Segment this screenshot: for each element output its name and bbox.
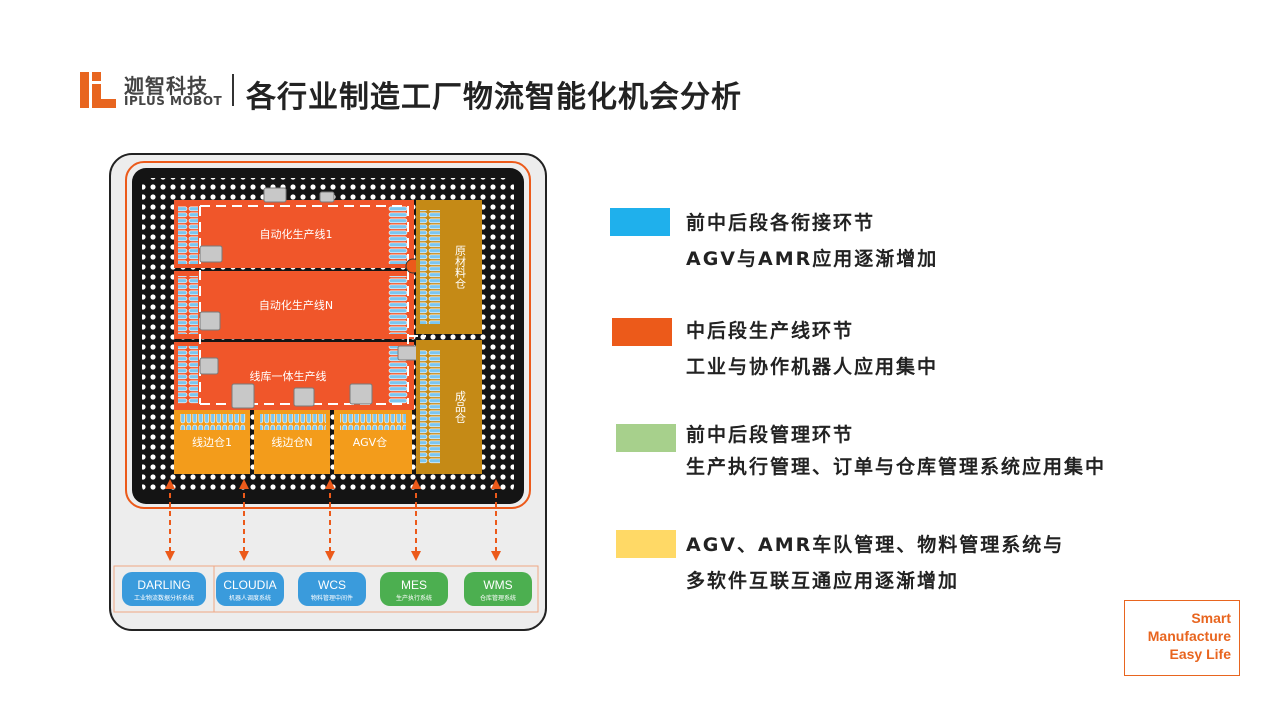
system-name: WMS	[483, 578, 512, 592]
system-name: MES	[401, 578, 427, 592]
legend-swatch-orange	[612, 318, 672, 346]
storage-rack	[340, 414, 406, 430]
legend-swatch-yellow	[616, 530, 676, 558]
production-line-label: 自动化生产线N	[259, 298, 333, 312]
legend-text: 生产执行管理、订单与仓库管理系统应用集中	[686, 456, 1107, 478]
storage-rack	[420, 350, 440, 464]
system-name: WCS	[318, 578, 346, 592]
legend-swatch-blue	[610, 208, 670, 236]
slogan-line: Easy Life	[1169, 646, 1231, 662]
production-line-label: 线库一体生产线	[250, 369, 327, 383]
brand-name: 迦智科技	[124, 74, 208, 98]
warehouse-label: 成品仓	[454, 390, 467, 423]
warehouse-label: 线边仓1	[192, 435, 232, 449]
storage-rack	[260, 414, 326, 430]
system-name: DARLING	[137, 578, 190, 592]
storage-rack	[180, 414, 246, 430]
brand-name-en: IPLUS MOBOT	[124, 94, 223, 108]
warehouse-label: AGV仓	[353, 435, 387, 449]
production-line-label: 自动化生产线1	[260, 227, 333, 241]
system-name: CLOUDIA	[223, 578, 276, 592]
page-title: 各行业制造工厂物流智能化机会分析	[246, 80, 742, 115]
system-mes: MES 生产执行系统	[380, 572, 448, 606]
slogan-box: Smart Manufacture Easy Life	[1124, 600, 1240, 676]
data-link-arrows	[165, 479, 501, 561]
factory-diagram: 自动化生产线1 自动化生产线N 线库一体生产线 原材料仓 成品仓 线边仓1 线边…	[109, 153, 547, 631]
system-darling: DARLING 工业物流数据分析系统	[122, 572, 206, 606]
legend-swatch-green	[616, 424, 676, 452]
legend-text: 前中后段管理环节	[686, 424, 855, 446]
storage-rack	[388, 206, 408, 264]
slogan-line: Smart	[1191, 610, 1231, 626]
slogan-line: Manufacture	[1147, 628, 1231, 644]
warehouse-label: 线边仓N	[271, 435, 312, 449]
system-panel	[113, 565, 539, 613]
storage-rack	[178, 276, 198, 334]
legend-text: 多软件互联互通应用逐渐增加	[686, 570, 960, 592]
system-wcs: WCS 物料管理中间件	[298, 572, 366, 606]
storage-rack	[178, 346, 198, 404]
robot-icon	[199, 187, 425, 409]
brand-logo-icon	[80, 72, 116, 108]
system-desc: 仓库管理系统	[480, 594, 516, 602]
system-desc: 机器人调度系统	[229, 594, 271, 602]
legend-text: AGV、AMR车队管理、物料管理系统与	[686, 534, 1065, 556]
legend-text: AGV与AMR应用逐渐增加	[686, 248, 939, 270]
system-cloudia: CLOUDIA 机器人调度系统	[216, 572, 284, 606]
system-desc: 生产执行系统	[396, 594, 432, 602]
legend-text: 中后段生产线环节	[686, 320, 855, 342]
storage-rack	[388, 276, 408, 334]
storage-rack	[420, 210, 440, 324]
storage-rack	[178, 206, 198, 264]
legend-text: 工业与协作机器人应用集中	[686, 356, 939, 378]
title-divider	[232, 74, 234, 106]
system-desc: 物料管理中间件	[311, 594, 353, 602]
system-desc: 工业物流数据分析系统	[134, 594, 194, 602]
warehouse-label: 原材料仓	[454, 245, 467, 289]
legend-text: 前中后段各衔接环节	[686, 212, 876, 234]
system-wms: WMS 仓库管理系统	[464, 572, 532, 606]
